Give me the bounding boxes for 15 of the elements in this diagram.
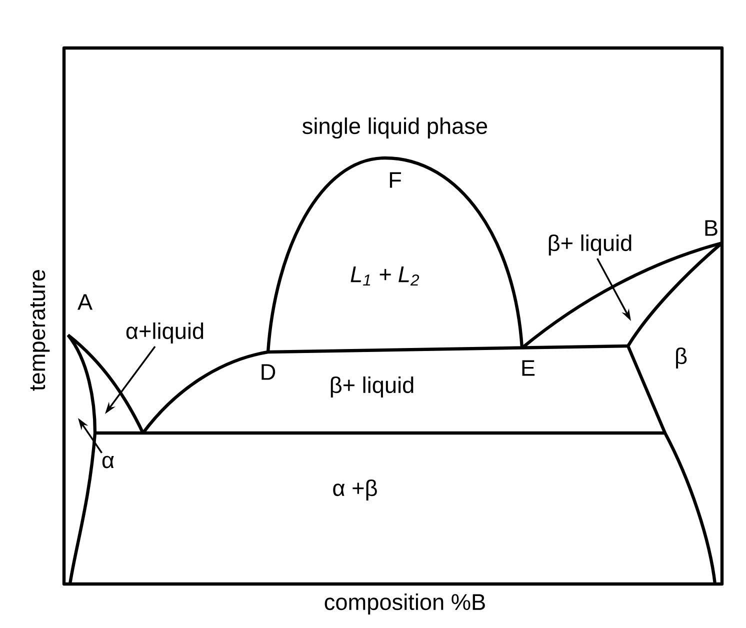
region-label: L$_{1}$ + L$_{2}$ bbox=[350, 266, 420, 286]
region-label: α+liquid bbox=[126, 322, 204, 344]
region-label: β+ liquid bbox=[330, 376, 414, 398]
axis-label: temperature bbox=[30, 270, 50, 391]
region-label: α bbox=[102, 456, 114, 468]
region-label: α +β bbox=[333, 479, 377, 501]
region-label: single liquid phase bbox=[302, 117, 488, 139]
point-label: B bbox=[705, 220, 718, 236]
region-label: β+ liquid bbox=[548, 234, 632, 256]
region-label: β bbox=[676, 347, 687, 369]
point-label: A bbox=[78, 294, 92, 310]
point-label: E bbox=[522, 360, 535, 376]
axis-label: composition %B bbox=[324, 593, 485, 615]
point-label: D bbox=[262, 364, 276, 380]
point-label: F bbox=[390, 172, 402, 188]
